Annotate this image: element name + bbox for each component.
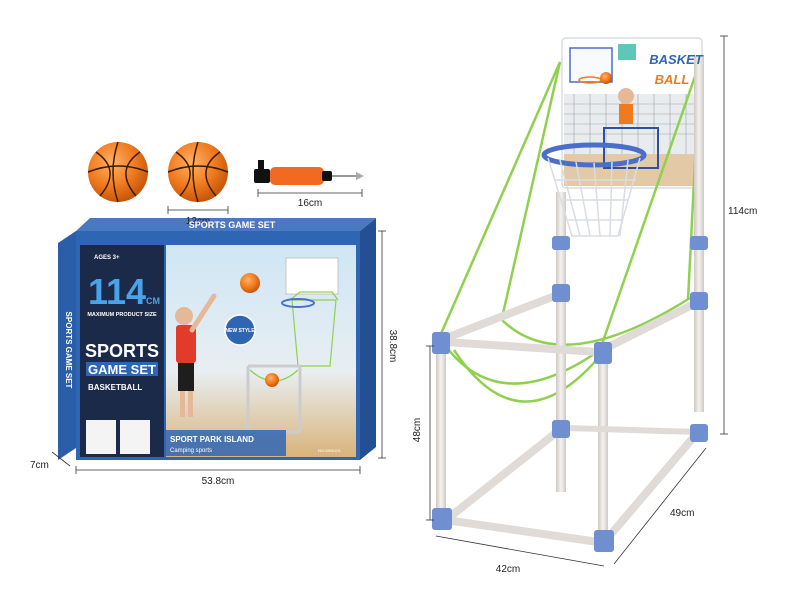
box-dimension-lines — [51, 230, 386, 474]
backboard-title-line2: BALL — [655, 72, 690, 87]
box-title-line1: SPORTS — [85, 341, 159, 361]
pump-dimension-line — [257, 189, 363, 197]
frame-connectors — [432, 236, 708, 552]
box-size-caption: MAXIMUM PRODUCT SIZE — [87, 312, 157, 318]
box-title-line2: GAME SET — [88, 362, 156, 377]
product-height-label: 114cm — [728, 206, 757, 217]
hoop-stand — [432, 37, 708, 552]
basketball-left — [87, 141, 149, 203]
pump-size-label: 16cm — [298, 198, 322, 209]
box-brand: SPORT PARK ISLAND — [170, 435, 254, 444]
box-age: AGES 3+ — [94, 255, 120, 261]
new-style-badge — [224, 314, 256, 346]
box-ball — [240, 273, 260, 293]
box-hoop — [246, 257, 339, 434]
box-width-label: 53.8cm — [202, 476, 235, 487]
air-pump — [254, 160, 364, 185]
frame-pipes — [436, 290, 702, 550]
box-subtitle: BASKETBALL — [88, 383, 142, 392]
box-top-banner: SPORTS GAME SET — [189, 220, 276, 230]
ball-size-label: 12cm — [186, 216, 210, 227]
basketball-right — [167, 141, 229, 203]
ball-dimension-line — [167, 206, 229, 214]
backboard-title-line1: BASKET — [649, 52, 704, 67]
box-size-unit: CM — [146, 296, 160, 306]
box-side-text: SPORTS GAME SET — [64, 312, 73, 389]
stand-dimension-lines — [426, 35, 728, 567]
frame-width-label: 42cm — [496, 564, 520, 575]
box-size-number: 114 — [88, 271, 146, 312]
box-badge-text: NEW STYLE — [225, 328, 255, 334]
box-height-label: 38.8cm — [387, 330, 398, 363]
hoop-net — [547, 157, 641, 237]
box-depth-label: 7cm — [30, 460, 49, 471]
product-box — [58, 218, 376, 460]
frame-depth-label: 49cm — [670, 508, 694, 519]
frame-height-label: 48cm — [412, 418, 423, 442]
box-item-no: NO.2890101 — [318, 448, 341, 453]
child-figure — [175, 293, 217, 417]
box-tagline: Camping sports — [170, 448, 212, 454]
